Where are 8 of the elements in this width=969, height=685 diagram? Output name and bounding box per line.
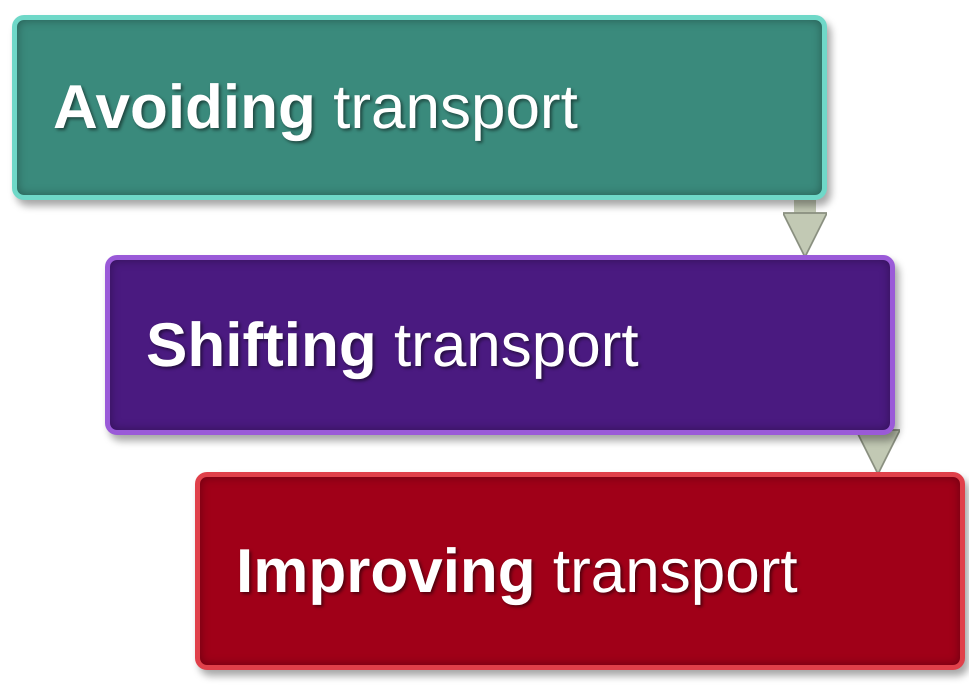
box-label: Shifting transport [146,310,639,380]
process-box [195,472,965,670]
box-label: Improving transport [236,536,798,606]
box-label: Avoiding transport [53,72,578,143]
arrow [782,200,828,258]
arrow [855,429,901,475]
process-box [12,15,827,200]
process-box [105,255,895,435]
